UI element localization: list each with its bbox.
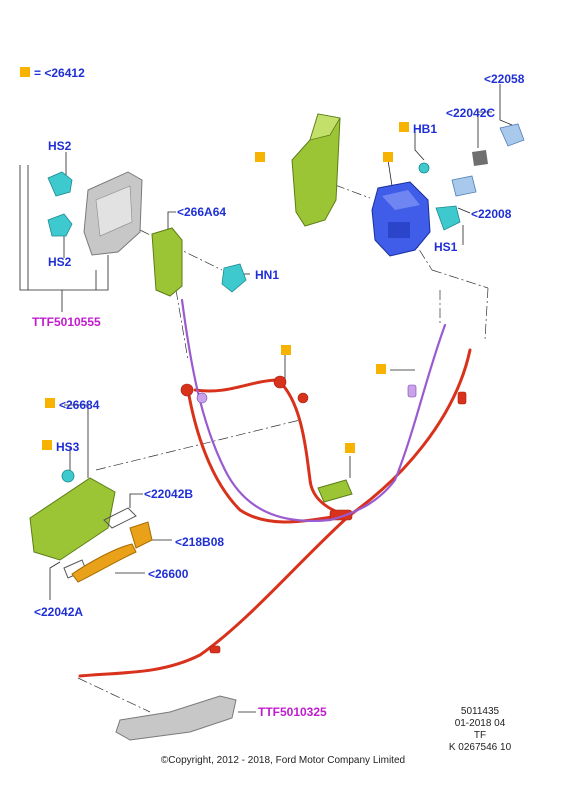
blue-door-latch <box>371 181 431 257</box>
callout-hs3: HS3 <box>56 440 80 454</box>
grey-lower-bracket <box>115 695 237 741</box>
green-cable-clip <box>317 479 353 503</box>
callout-hn1: HN1 <box>255 268 280 282</box>
cyan-clips <box>47 162 461 483</box>
marker-square-hb1 <box>399 122 409 132</box>
doc-info: 5011435 01-2018 04 TF K 0267546 10 <box>430 706 530 754</box>
doc-number: 5011435 <box>460 706 500 717</box>
callout-266a64: <266A64 <box>177 205 227 219</box>
callout-22042c: <22042C <box>446 106 496 120</box>
green-handle-bracket <box>151 227 183 297</box>
marker-square-latch <box>383 152 393 162</box>
legend-ref: <26412 <box>44 66 85 80</box>
legend-text: = <26412 <box>34 66 85 80</box>
light-blue-brackets <box>451 123 525 197</box>
callout-218b08: <218B08 <box>175 535 225 549</box>
marker-square-cable-top <box>281 345 291 355</box>
callout-ttf5010555: TTF5010555 <box>32 315 101 329</box>
callout-26684: <26684 <box>59 398 100 412</box>
callout-hs1: HS1 <box>434 240 458 254</box>
callout-26600: <26600 <box>148 567 189 581</box>
grey-small-bracket <box>472 150 488 166</box>
assembly-lines <box>77 184 489 713</box>
marker-square-clip <box>345 443 355 453</box>
callout-22008: <22008 <box>471 207 512 221</box>
marker-square-26684 <box>45 398 55 408</box>
doc-ref: K 0267546 10 <box>448 742 512 753</box>
outer-handle <box>71 521 153 583</box>
marker-square-hs3 <box>42 440 52 450</box>
red-release-cable <box>78 348 472 678</box>
outer-handle-bracket <box>29 477 116 561</box>
marker-square-panel <box>255 152 265 162</box>
doc-code: TF <box>473 730 487 741</box>
copyright-text: ©Copyright, 2012 - 2018, Ford Motor Comp… <box>160 755 406 766</box>
grey-mounting-bracket <box>83 171 143 256</box>
callout-ttf5010325: TTF5010325 <box>258 705 327 719</box>
purple-cable-fittings <box>196 384 417 404</box>
red-cable-fittings <box>180 375 467 654</box>
doc-date: 01-2018 04 <box>454 718 506 729</box>
callout-22042a: <22042A <box>34 605 84 619</box>
leader-lines <box>19 84 513 713</box>
callout-22042b: <22042B <box>144 487 194 501</box>
callout-hb1: HB1 <box>413 122 438 136</box>
callout-22058: <22058 <box>484 72 525 86</box>
callout-hs2-bottom: HS2 <box>48 255 72 269</box>
purple-cable <box>180 298 447 522</box>
callout-hs2-top: HS2 <box>48 139 72 153</box>
legend-equals: = <box>34 66 42 80</box>
marker-square-cable-right <box>376 364 386 374</box>
green-panel-bracket <box>291 113 341 227</box>
legend-swatch <box>20 67 30 77</box>
